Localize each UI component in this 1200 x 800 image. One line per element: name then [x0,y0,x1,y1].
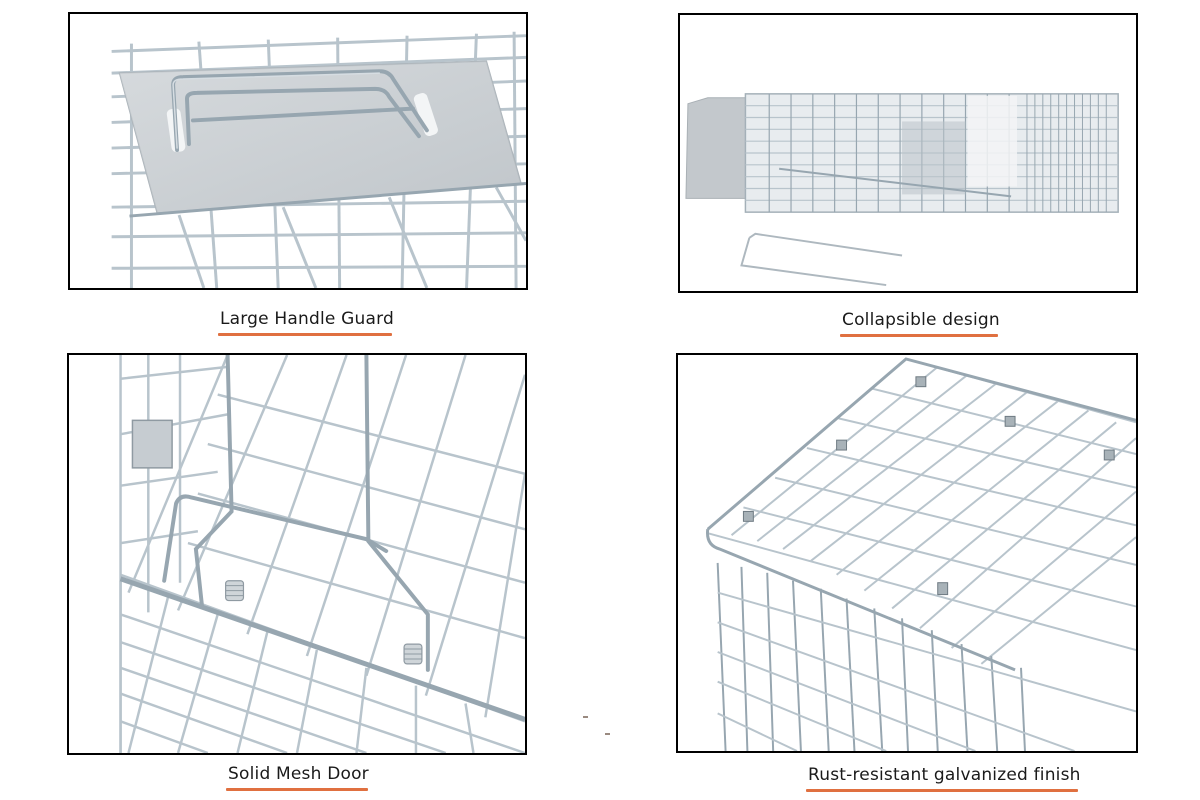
photo-solid-mesh-door [67,353,527,755]
photo-collapsible-design [678,13,1138,293]
cage-handle-guard-illustration [111,31,526,288]
caption-galvanized-finish: Rust-resistant galvanized finish [806,765,1080,792]
photo-galvanized-finish [676,353,1138,753]
caption-galvanized-finish-text: Rust-resistant galvanized finish [808,765,1081,785]
cage-galvanized-mesh-illustration [706,357,1136,751]
caption-solid-mesh-door: Solid Mesh Door [226,764,369,791]
caption-collapsible-design-text: Collapsible design [842,310,1000,330]
caption-handle-guard: Large Handle Guard [218,309,394,336]
caption-collapsible-design: Collapsible design [840,310,1000,337]
caption-underline [840,334,998,337]
caption-underline [218,333,392,336]
stray-mark [605,733,610,735]
cage-collapsed-illustration [685,93,1119,287]
cage-spring-door-illustration [119,355,525,753]
caption-handle-guard-text: Large Handle Guard [220,309,395,329]
photo-handle-guard [68,12,528,290]
caption-solid-mesh-door-text: Solid Mesh Door [228,764,369,784]
stray-mark [583,716,588,718]
caption-underline [226,788,368,791]
caption-underline [806,789,1078,792]
